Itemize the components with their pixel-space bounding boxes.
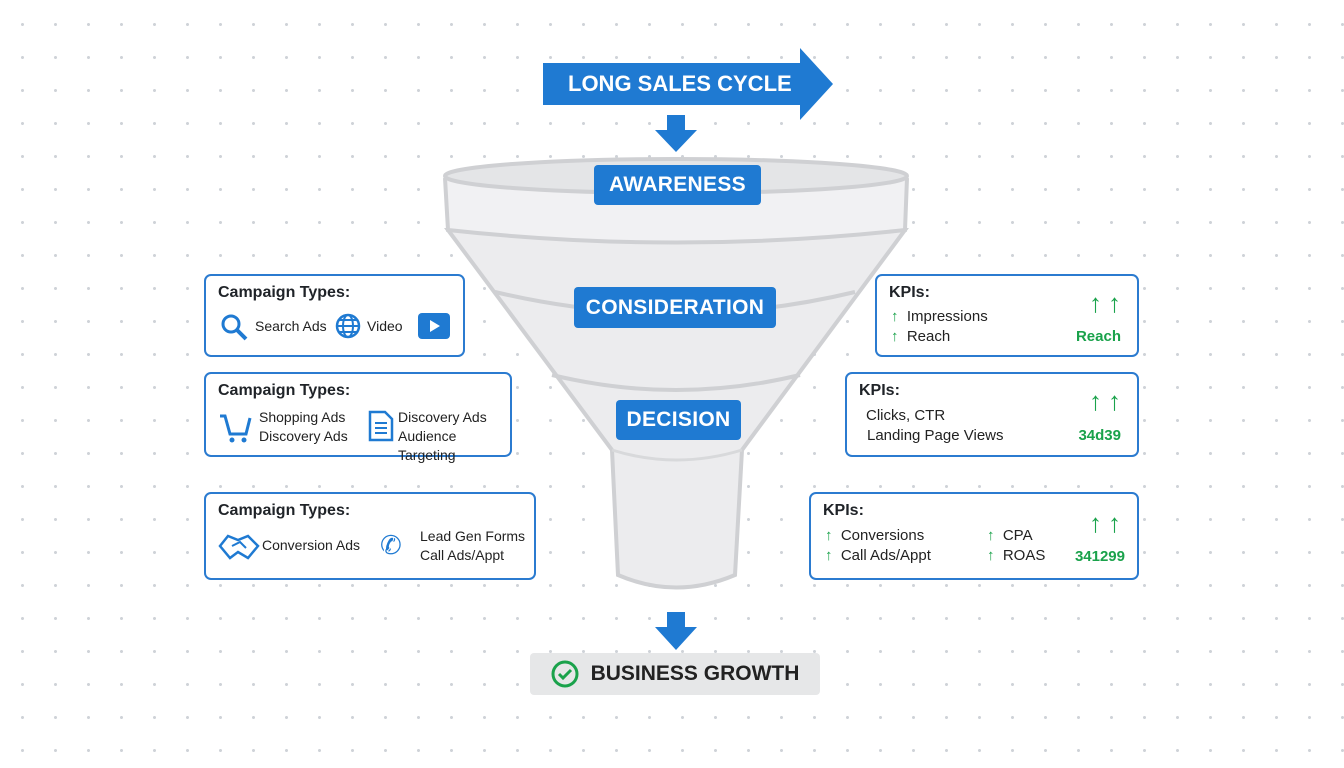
up-arrow-icon: ↑ (891, 328, 899, 345)
kpi-item: Conversions (840, 527, 925, 544)
kpi-box-decision: KPIs: ↑ Conversions ↑ Call Ads/Appt ↑ CP… (809, 492, 1139, 580)
up-arrow-icon: ↑ (987, 527, 995, 544)
down-arrow-icon (655, 115, 697, 152)
campaign-heading: Campaign Types: (218, 284, 351, 301)
kpi-heading: KPIs: (889, 284, 930, 301)
kpi-item: Reach (906, 328, 951, 345)
campaign-item: Lead Gen Forms (420, 528, 526, 544)
video-play-icon (418, 313, 450, 339)
campaign-heading: Campaign Types: (218, 502, 351, 519)
business-growth-badge: BUSINESS GROWTH (530, 653, 820, 695)
campaign-item: Video (367, 318, 403, 334)
up-arrow-icon: ↑ (891, 308, 899, 325)
kpi-item: Call Ads/Appt (840, 547, 931, 564)
kpi-box-consideration: KPIs: Clicks, CTR Landing Page Views ↑↑ … (845, 372, 1139, 457)
kpi-badge: Reach (1075, 328, 1121, 345)
campaign-heading: Campaign Types: (218, 382, 351, 399)
up-arrow-icon: ↑ (987, 547, 995, 564)
campaign-box-awareness: Campaign Types: Search Ads Video (204, 274, 465, 357)
kpi-item: CPA (1002, 527, 1033, 544)
trend-up-icon: ↑↑ (1089, 386, 1127, 416)
globe-icon (335, 313, 361, 339)
up-arrow-icon: ↑ (825, 527, 833, 544)
campaign-item: Audience Targeting (398, 428, 457, 463)
campaign-item: Conversion Ads (262, 537, 361, 553)
kpi-heading: KPIs: (859, 382, 900, 399)
trend-up-icon: ↑↑ (1089, 508, 1127, 538)
campaign-item: Call Ads/Appt (420, 547, 505, 563)
kpi-item: ROAS (1002, 547, 1046, 564)
stage-awareness: AWARENESS (594, 165, 761, 205)
campaign-item: Search Ads (255, 318, 327, 334)
kpi-badge: 34d39 (1078, 427, 1121, 444)
sales-cycle-arrow (543, 48, 833, 120)
header-title: LONG SALES CYCLE (568, 71, 792, 96)
kpi-item: Clicks, CTR (866, 407, 946, 424)
kpi-badge: 341299 (1074, 548, 1125, 565)
trend-up-icon: ↑↑ (1089, 288, 1127, 318)
kpi-item: Impressions (906, 308, 988, 325)
campaign-item: Shopping Ads (259, 409, 346, 425)
search-icon (221, 314, 248, 341)
phone-icon: ✆ (380, 530, 402, 560)
up-arrow-icon: ↑ (825, 547, 833, 564)
check-circle-icon (551, 660, 579, 688)
kpi-heading: KPIs: (823, 502, 864, 519)
business-growth-label: BUSINESS GROWTH (590, 662, 800, 685)
campaign-item: Discovery Ads (398, 409, 487, 425)
stage-decision: DECISION (616, 400, 741, 440)
shopping-cart-icon (220, 414, 252, 443)
kpi-box-awareness: KPIs: ↑ Impressions ↑ Reach ↑↑ Reach (875, 274, 1139, 357)
handshake-icon (218, 534, 260, 560)
stage-consideration: CONSIDERATION (574, 287, 776, 328)
kpi-item: Landing Page Views (867, 427, 1004, 444)
document-icon (368, 410, 394, 442)
campaign-box-decision: Campaign Types: Conversion Ads ✆ Lead Ge… (204, 492, 536, 580)
campaign-box-consideration: Campaign Types: Shopping Ads Discovery A… (204, 372, 512, 463)
down-arrow-icon (655, 612, 697, 650)
campaign-item: Discovery Ads (259, 428, 348, 444)
